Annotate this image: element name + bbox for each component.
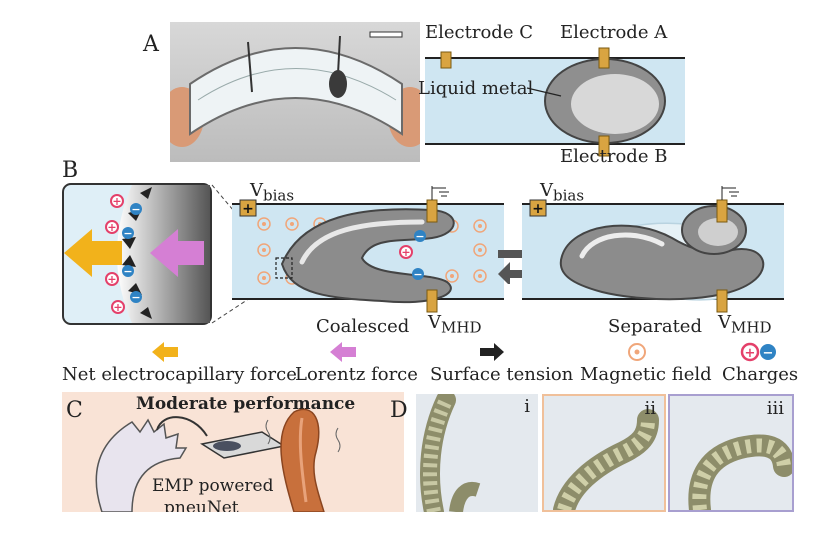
panel-c-letter: C: [66, 398, 83, 423]
plus-charge: +: [113, 301, 122, 314]
svg-text:+: +: [401, 246, 410, 259]
panel-d-ii-label: ii: [644, 398, 656, 419]
lorentz-arrow: [150, 229, 204, 277]
top-electrode: [426, 199, 438, 223]
legend-surface-tension-icon: [480, 343, 504, 361]
legend-magnetic-field-icon: [628, 343, 646, 361]
bias-electrode: [239, 199, 257, 217]
panel-d-iii: iii: [668, 394, 794, 512]
metal-droplet: [329, 70, 347, 98]
svg-text:+: +: [532, 201, 544, 217]
svg-text:−: −: [415, 230, 424, 243]
legend-plus-icon: [740, 342, 760, 362]
legend-icons: + −: [152, 342, 776, 362]
pin-right: [337, 35, 341, 75]
panel-d-i: i: [416, 394, 538, 512]
panel-d-iii-label: iii: [766, 398, 784, 419]
net-electrocapillary-arrow: [64, 229, 122, 277]
legend-surface-tension: Surface tension: [430, 364, 574, 385]
legend-magnetic-field: Magnetic field: [580, 364, 712, 385]
legend-charges: Charges: [722, 364, 799, 385]
panel-d-ii: ii: [542, 394, 666, 512]
separated-label: Separated: [608, 316, 702, 337]
panel-d-i-label: i: [524, 396, 530, 417]
legend-lorentz-icon: [330, 342, 356, 362]
panel-c-caption-2: pneuNet: [164, 498, 239, 512]
charges: + − + − − + − +: [105, 194, 142, 314]
tube: [156, 416, 208, 437]
panel-a-photo: [170, 22, 420, 162]
label-liquid-metal: Liquid metal: [418, 78, 534, 99]
electrode-b: [598, 135, 610, 157]
minus-charge: −: [131, 291, 140, 304]
pin-left: [247, 41, 253, 93]
svg-text:+: +: [242, 201, 254, 217]
panel-d-letter: D: [390, 398, 408, 423]
minus-charge: −: [123, 227, 132, 240]
legend-lorentz: Lorentz force: [295, 364, 418, 385]
separated-metal: [559, 224, 765, 301]
actuator-ii: [553, 409, 659, 510]
coalesced-metal: [280, 208, 455, 304]
coalesced-channel: + − + −: [232, 186, 504, 313]
label-electrode-b: Electrode B: [560, 146, 668, 167]
svg-text:+: +: [745, 346, 756, 361]
plus-charge: +: [107, 221, 116, 234]
panel-c: C Moderate performance EMP powered pneuN…: [62, 392, 404, 512]
electrode-c: [440, 51, 452, 69]
zoom-inset: + − + − − + − +: [62, 183, 212, 325]
svg-text:−: −: [413, 268, 422, 281]
panel-c-caption-1: EMP powered: [152, 476, 274, 496]
zoom-box: [275, 257, 293, 279]
minus-charge: −: [123, 265, 132, 278]
coalesced-label: Coalesced: [316, 316, 410, 337]
plus-charge: +: [107, 273, 116, 286]
panel-b-letter: B: [62, 158, 79, 183]
plus-charge: +: [112, 195, 121, 208]
panel-a-schematic: [425, 47, 685, 157]
v-mhd-label-2: VMHD: [718, 312, 772, 337]
bottom-electrode: [426, 289, 438, 313]
separated-channel: +: [522, 186, 784, 313]
legend-minus-icon: [760, 344, 776, 360]
legend-net-force: Net electrocapillary force: [62, 364, 297, 385]
droplet-highlight: [571, 74, 659, 134]
label-electrode-c: Electrode C: [425, 22, 533, 43]
v-bias-label-1: Vbias: [250, 180, 295, 205]
v-bias-label-2: Vbias: [540, 180, 585, 205]
legend-net-force-icon: [152, 342, 178, 362]
pneunet-actuator: [95, 418, 188, 512]
label-electrode-a: Electrode A: [560, 22, 668, 43]
bias-electrode: [529, 199, 547, 217]
svg-text:−: −: [763, 346, 774, 361]
scale-bar: [369, 31, 403, 38]
v-mhd-label-1: VMHD: [428, 312, 482, 337]
panel-a-letter: A: [143, 32, 159, 57]
curved-channel: [189, 47, 403, 136]
minus-charge: −: [131, 203, 140, 216]
electrode-a: [598, 47, 610, 69]
